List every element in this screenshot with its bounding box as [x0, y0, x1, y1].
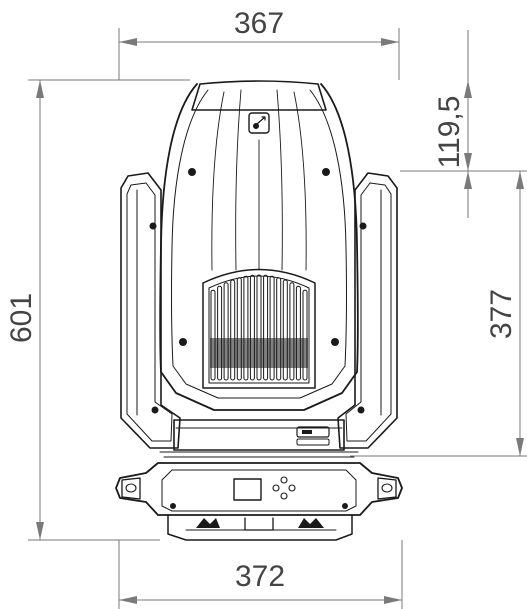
right-arm-screw-top-icon	[359, 222, 367, 230]
yoke-neck	[159, 419, 359, 458]
dimension-label-bottom-width: 372	[235, 560, 285, 593]
dimension-label-arm-height: 377	[485, 289, 518, 339]
vent-fin	[243, 275, 249, 381]
left-arm-screw-bottom-icon	[151, 406, 159, 414]
vent-fin	[302, 289, 308, 381]
vent-fin	[269, 275, 275, 381]
right-arm-screw-bottom-icon	[357, 406, 365, 414]
vent-fin	[249, 274, 255, 381]
vent-fin	[223, 282, 229, 381]
vent-fin	[256, 274, 262, 381]
vent-fin	[236, 277, 242, 381]
head-screw-top-right-icon	[322, 168, 330, 176]
vent-fin	[210, 289, 216, 381]
left-arm-screw-top-icon	[149, 222, 157, 230]
dimension-label-head-offset: 119,5	[433, 96, 466, 169]
left-base-handle-icon	[121, 477, 141, 500]
right-rigging-foot-icon	[298, 518, 324, 528]
dimension-bottom-width: 372	[118, 540, 403, 609]
yoke-lock-latch-icon	[296, 426, 330, 446]
dimension-label-top-width: 367	[234, 7, 284, 40]
base-screw-right-icon	[342, 503, 348, 509]
dimension-head-offset: 119,5	[400, 30, 527, 218]
dimension-total-height: 601	[5, 79, 190, 541]
vent-fin	[263, 274, 269, 381]
control-buttons	[272, 476, 296, 500]
control-button-up[interactable]	[280, 476, 288, 484]
vent-fin	[295, 285, 301, 381]
center-clamp-bracket	[244, 517, 274, 531]
dimension-arm-height: 377	[350, 171, 527, 457]
control-button-down[interactable]	[280, 492, 288, 500]
vent-fin	[276, 277, 282, 381]
lcd-display	[233, 478, 262, 501]
right-base-handle-icon	[377, 477, 397, 500]
base-screw-left-icon	[170, 503, 176, 509]
right-yoke-arm	[337, 172, 398, 449]
dimension-label-total-height: 601	[5, 293, 38, 343]
head-screw-bottom-left-icon	[179, 338, 187, 346]
head-screw-top-left-icon	[188, 168, 196, 176]
left-yoke-arm	[120, 172, 181, 449]
vent-fin	[230, 279, 236, 381]
dimension-top-width: 367	[118, 7, 400, 80]
brand-logo-icon	[248, 112, 270, 134]
control-button-right[interactable]	[288, 484, 296, 492]
vent-fin	[217, 285, 223, 381]
control-button-left[interactable]	[272, 484, 280, 492]
vent-fin	[289, 282, 295, 381]
head-screw-bottom-right-icon	[331, 338, 339, 346]
cooling-vent-grille	[202, 268, 316, 389]
fixture-base	[115, 462, 403, 541]
moving-head	[159, 80, 359, 411]
left-rigging-foot-icon	[196, 518, 220, 528]
vent-fin	[282, 279, 288, 381]
